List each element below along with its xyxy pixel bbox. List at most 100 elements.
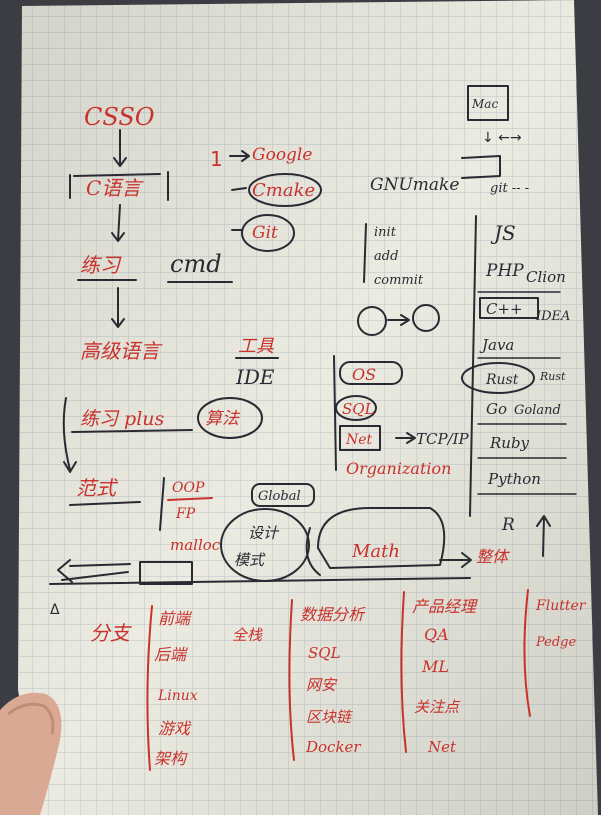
curved-arrow-icon	[62, 397, 77, 473]
note-algorithm: 算法	[205, 409, 241, 429]
cmake-circle	[248, 173, 322, 207]
arrow-down-icon	[113, 129, 127, 167]
note-c-lang: C语言	[86, 176, 144, 200]
cpp-box	[479, 297, 539, 319]
branch-item: Pedge	[535, 635, 577, 650]
lang-php: PHP	[485, 261, 524, 281]
note-net: Net	[345, 432, 373, 448]
branch-col4-title: 产品经理	[412, 597, 478, 616]
branch-item: 架构	[154, 749, 188, 768]
note-os: OS	[352, 365, 376, 384]
brace-line	[146, 605, 153, 771]
brace-line	[159, 477, 165, 531]
tick-lines	[231, 187, 247, 231]
ide-rust: Rust	[539, 370, 566, 383]
note-sql: SQL	[342, 400, 375, 418]
note-cmd: cmd	[170, 250, 222, 278]
branches-section: 分支 前端 后端 Linux 游戏 架构 全栈 数据分析 SQL 网安 区块链 …	[90, 589, 587, 771]
note-overall: 整体	[476, 547, 510, 566]
lang-r: R	[501, 515, 515, 535]
sketch-box	[139, 561, 193, 585]
note-git-tail: git -- -	[490, 181, 529, 196]
note-marker-1: 1	[210, 147, 223, 171]
arrow-up-icon	[536, 515, 551, 557]
branch-fullstack: 全栈	[232, 626, 263, 644]
finger	[0, 692, 62, 815]
branch-item: QA	[424, 625, 449, 644]
arrow-down-icon	[111, 287, 125, 328]
lang-python: Python	[487, 470, 541, 488]
branch-item: SQL	[308, 644, 341, 662]
note-organization: Organization	[346, 459, 451, 478]
note-csso: CSSO	[84, 103, 155, 131]
tools-flow: 1 Google Cmake Git 工具 IDE GNUmake init a…	[210, 145, 470, 478]
lang-go: Go	[486, 400, 507, 418]
underline	[69, 501, 141, 506]
ide-clion: Clion	[526, 268, 566, 286]
cylinder-edge	[305, 527, 321, 576]
git-circle	[241, 214, 295, 252]
note-git-commit: commit	[374, 273, 424, 288]
note-high-level-lang: 高级语言	[80, 339, 163, 363]
note-git: Git	[252, 223, 278, 243]
underline	[71, 429, 193, 433]
branch-item: 前端	[158, 609, 192, 628]
algorithm-circle	[197, 397, 263, 439]
note-ide: IDE	[235, 365, 275, 389]
note-paradigm: 范式	[76, 476, 119, 500]
lang-java: Java	[479, 336, 514, 354]
note-mac: Mac	[471, 97, 498, 111]
math-cylinder	[317, 507, 446, 569]
sql-circle	[335, 395, 377, 421]
arrow-right-icon	[439, 552, 472, 568]
note-git-init: init	[374, 225, 397, 240]
arrow-down-icon	[111, 204, 125, 242]
ide-goland: Goland	[514, 403, 561, 418]
timeline-line	[49, 577, 471, 585]
brace-line	[400, 591, 407, 753]
note-design-2: 模式	[234, 551, 266, 569]
rust-circle	[461, 362, 535, 394]
global-box	[251, 483, 315, 507]
strike-line	[167, 497, 213, 501]
note-arrows: ↓ ←→	[482, 130, 522, 146]
lang-js: JS	[490, 221, 516, 245]
lang-rust: Rust	[485, 372, 519, 388]
repo-circle	[357, 306, 387, 336]
note-oop: OOP	[172, 480, 205, 496]
brace-line	[288, 599, 295, 761]
arrow-right-icon	[387, 314, 410, 326]
branch-item: Net	[427, 738, 457, 756]
lang-cpp: C++	[486, 300, 523, 318]
note-cmake: Cmake	[252, 180, 315, 201]
brace-line	[523, 589, 531, 717]
repo-circle	[412, 304, 440, 332]
notebook-page	[18, 0, 598, 815]
branch-item: 游戏	[158, 719, 192, 738]
branch-item: Docker	[305, 738, 361, 756]
brace-line	[363, 223, 367, 283]
branch-item: 网安	[306, 676, 338, 694]
double-arrow-icon	[57, 559, 131, 583]
sketch-box	[461, 155, 501, 179]
languages-list: Mac ↓ ←→ git -- - JS PHP Clion C++ IDEA …	[461, 85, 577, 557]
lang-ruby: Ruby	[489, 434, 530, 452]
net-box	[339, 425, 381, 451]
note-global: Global	[258, 489, 301, 504]
note-math: Math	[351, 541, 400, 562]
branch-item: 后端	[154, 645, 188, 664]
arrow-right-icon	[395, 432, 416, 444]
arrow-right-icon	[229, 150, 250, 162]
os-box	[339, 361, 403, 385]
ide-idea: IDEA	[535, 309, 570, 324]
list-bracket	[469, 215, 477, 517]
note-design-1: 设计	[248, 524, 280, 542]
branch-item: ML	[421, 657, 449, 676]
branch-item: 区块链	[306, 708, 354, 726]
bracket-box	[69, 171, 169, 201]
note-google: Google	[252, 145, 312, 165]
left-flow: CSSO C语言 练习 cmd 高级语言 练习 plus 算法 范式 OOP F…	[49, 103, 510, 618]
branch-item: Flutter	[535, 598, 587, 614]
note-tool: 工具	[238, 336, 275, 357]
